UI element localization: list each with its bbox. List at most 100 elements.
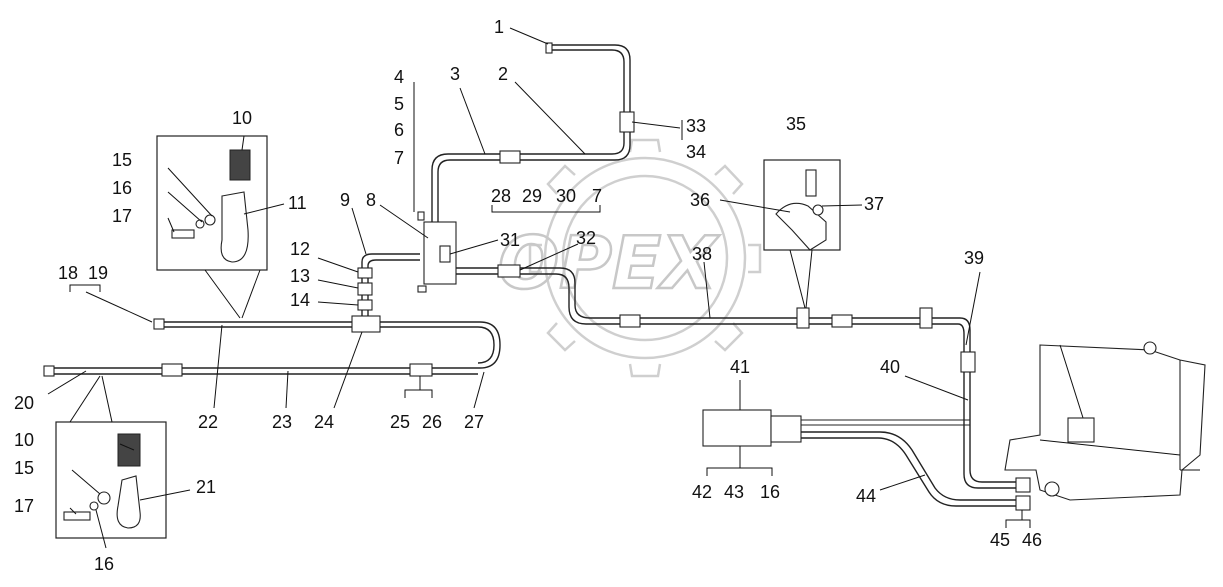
callout-28: 28 — [491, 186, 511, 206]
watermark-gear — [528, 138, 762, 378]
callout-30: 30 — [556, 186, 576, 206]
callout-14: 14 — [290, 290, 310, 310]
pipe-runs — [50, 44, 1018, 507]
clamp-36 — [775, 202, 827, 251]
callout-34: 34 — [686, 142, 706, 162]
callout-16c: 16 — [94, 554, 114, 574]
washer-16c — [89, 501, 99, 511]
bolt-lower — [417, 285, 427, 293]
callout-10b: 10 — [14, 430, 34, 450]
fitting-14 — [357, 299, 373, 311]
coupling-23 — [161, 363, 183, 377]
callout-6: 6 — [394, 120, 404, 140]
bracket-detail — [763, 159, 841, 309]
callout-21: 21 — [196, 477, 216, 497]
coupling-38b — [831, 314, 853, 328]
callout-11: 11 — [288, 193, 307, 213]
washer-15a — [204, 214, 216, 226]
callout-31: 31 — [500, 230, 520, 250]
callout-13: 13 — [290, 266, 310, 286]
clip-39 — [919, 307, 933, 329]
coupling-33-34 — [619, 111, 635, 133]
clamp-11 — [220, 191, 249, 263]
leader-lines — [47, 27, 1031, 549]
callout-38: 38 — [692, 244, 712, 264]
callout-36: 36 — [690, 190, 710, 210]
callout-27: 27 — [464, 412, 484, 432]
callout-29: 29 — [522, 186, 542, 206]
parts — [43, 42, 1031, 511]
callout-20: 20 — [14, 393, 34, 413]
callout-44: 44 — [856, 486, 876, 506]
callout-45: 45 — [990, 530, 1010, 550]
callout-12: 12 — [290, 239, 310, 259]
callout-15b: 15 — [14, 458, 34, 478]
washer-37 — [812, 204, 824, 216]
callout-17b: 17 — [14, 496, 34, 516]
callout-39: 39 — [964, 248, 984, 268]
bolt-17a — [171, 229, 195, 239]
callout-15a: 15 — [112, 150, 132, 170]
tee-24 — [351, 315, 381, 333]
clamp-detail-bottom-box — [55, 421, 167, 539]
tank-window — [1067, 417, 1095, 443]
tank-body — [1004, 341, 1206, 501]
fitting-20 — [43, 365, 55, 377]
callout-7b: 7 — [592, 186, 602, 206]
fitting-18-19 — [153, 318, 165, 330]
cylinder-41-head — [770, 415, 802, 443]
callout-22: 22 — [198, 412, 218, 432]
coupling-45 — [1015, 477, 1031, 493]
fitting-12 — [357, 267, 373, 279]
bolt-4-7 — [417, 211, 425, 221]
callout-37: 37 — [864, 194, 884, 214]
callout-4: 4 — [394, 67, 404, 87]
coupling-hose-3 — [499, 150, 521, 164]
callout-33: 33 — [686, 116, 706, 136]
watermark-logo: OPEX — [497, 138, 762, 378]
callout-labels: 1 2 3 4 5 6 7 8 9 12 13 14 28 29 30 7 31… — [14, 17, 1042, 574]
callout-9: 9 — [340, 190, 350, 210]
pad-10a — [229, 149, 251, 181]
callout-35: 35 — [786, 114, 806, 134]
callout-7: 7 — [394, 148, 404, 168]
bolt-35 — [805, 169, 817, 197]
callout-46: 46 — [1022, 530, 1042, 550]
coupling-38a — [619, 314, 641, 328]
cylinder-41 — [702, 409, 772, 447]
callout-2: 2 — [498, 64, 508, 84]
callout-42: 42 — [692, 482, 712, 502]
callout-25: 25 — [390, 412, 410, 432]
washer-15b — [97, 491, 111, 505]
callout-18: 18 — [58, 263, 78, 283]
coupling-25-26 — [409, 363, 433, 377]
callout-19: 19 — [88, 263, 108, 283]
coupling-32 — [497, 264, 521, 278]
clip-36 — [796, 307, 810, 329]
callout-10a: 10 — [232, 108, 252, 128]
washer-16a — [195, 219, 205, 229]
callout-1: 1 — [494, 17, 504, 37]
callout-23: 23 — [272, 412, 292, 432]
callout-40: 40 — [880, 357, 900, 377]
coupling-46 — [1015, 495, 1031, 511]
clamp-detail-top — [156, 135, 268, 319]
callout-3: 3 — [450, 64, 460, 84]
tank-cap — [1044, 481, 1060, 497]
pad-10b — [117, 433, 141, 467]
callout-16b: 16 — [760, 482, 780, 502]
callout-5: 5 — [394, 94, 404, 114]
callout-16a: 16 — [112, 178, 132, 198]
callout-32: 32 — [576, 228, 596, 248]
bolt-17b — [63, 511, 91, 521]
callout-26: 26 — [422, 412, 442, 432]
callout-17a: 17 — [112, 206, 132, 226]
callout-41: 41 — [730, 357, 750, 377]
clamp-21 — [116, 475, 141, 529]
coupling-39 — [960, 351, 976, 373]
fitting-13 — [357, 282, 373, 296]
fitting-1 — [545, 42, 553, 54]
callout-24: 24 — [314, 412, 334, 432]
fitting-31 — [439, 245, 451, 263]
